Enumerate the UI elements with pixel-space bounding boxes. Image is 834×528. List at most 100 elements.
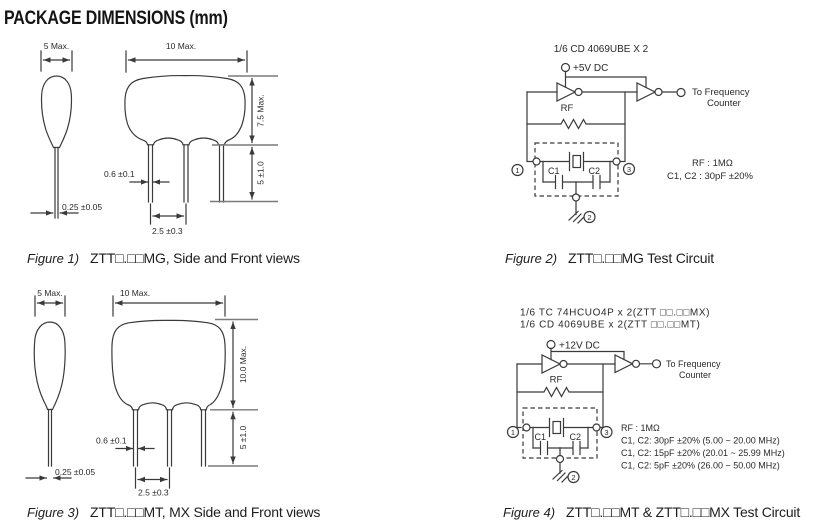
fig2-inverter1-icon xyxy=(556,82,583,102)
fig4-capacitor-c2-icon xyxy=(559,440,589,456)
fig4-crystal-icon xyxy=(529,417,594,438)
fig1-dim-lead-thickness: 0.25 ±0.05 xyxy=(62,202,102,212)
fig1-dim-body-height: 7.5 Max. xyxy=(256,94,266,127)
figure1-caption: Figure 1) ZTT□.□□MG, Side and Front view… xyxy=(27,250,300,266)
fig4-capacitor-c1-icon xyxy=(532,440,561,456)
svg-text:3: 3 xyxy=(627,165,631,174)
fig1-dim-lead-pitch: 2.5 ±0.3 xyxy=(152,226,183,236)
figure2-test-circuit: 1/6 CD 4069UBE X 2 +5V DC To Frequency C… xyxy=(511,44,754,224)
fig2-capacitor-c2-icon xyxy=(575,174,611,190)
fig4-note-caps-5pf: C1, C2: 5pF ±20% (26.00 ~ 50.00 MHz) xyxy=(621,461,780,471)
figure1-drawing: 5 Max. 0.25 ±0.05 10 Max. 7.5 Max. 5 ±1.… xyxy=(30,41,278,236)
fig4-ground-icon xyxy=(552,469,569,483)
fig2-output-terminal xyxy=(676,87,686,98)
fig3-side-lead xyxy=(47,408,53,467)
fig2-pin3-badge: 3 xyxy=(622,162,636,176)
figure3-front-view: 10 Max. 10.0 Max. 5 ±1.0 0.6 ±0.1 2.5 ±0… xyxy=(96,288,258,498)
fig3-dim-body-height: 10.0 Max. xyxy=(238,346,248,383)
fig2-crystal-icon xyxy=(539,151,614,172)
fig4-pin3-badge: 3 xyxy=(600,425,613,439)
figure1-caption-label: Figure 1) xyxy=(27,251,80,266)
fig1-dim-width-side: 5 Max. xyxy=(44,41,70,51)
fig3-side-body xyxy=(33,321,66,411)
fig2-feedback-resistor xyxy=(526,118,626,130)
figure1-caption-text: ZTT□.□□MG, Side and Front views xyxy=(90,250,300,266)
figure4-caption: Figure 4) ZTT□.□□MT & ZTT□.□□MX Test Cir… xyxy=(503,504,800,520)
fig4-ic-label-2: 1/6 CD 4069UBE x 2(ZTT □□.□□MT) xyxy=(520,320,700,331)
fig4-note-caps-30pf: C1, C2: 30pF ±20% (5.00 ~ 20.00 MHz) xyxy=(621,436,780,446)
fig3-dim-width-front: 10 Max. xyxy=(120,288,150,298)
fig2-node3 xyxy=(612,157,621,166)
figure4-test-circuit: 1/6 TC 74HCUO4P x 2(ZTT □□.□□MX) 1/6 CD … xyxy=(506,308,785,484)
fig4-note-caps-15pf: C1, C2: 15pF ±20% (20.01 ~ 25.99 MHz) xyxy=(621,448,785,458)
fig2-c1-label: C1 xyxy=(548,166,560,176)
figure3-caption-text: ZTT□.□□MT, MX Side and Front views xyxy=(90,504,321,520)
figure1-side-view: 5 Max. 0.25 ±0.05 xyxy=(30,41,102,219)
figure3-caption-label: Figure 3) xyxy=(27,505,80,520)
fig4-node1 xyxy=(522,423,531,432)
fig4-ic-label-1: 1/6 TC 74HCUO4P x 2(ZTT □□.□□MX) xyxy=(520,308,710,319)
fig1-dim-lead-width: 0.6 ±0.1 xyxy=(104,169,135,179)
fig1-front-leads xyxy=(147,144,225,203)
fig2-note-rf: RF : 1MΩ xyxy=(692,158,733,169)
fig4-output-label-1: To Frequency xyxy=(666,359,721,369)
fig4-c2-label: C2 xyxy=(570,432,582,442)
fig4-inverter1-icon xyxy=(541,354,568,374)
fig3-front-leads xyxy=(132,409,207,467)
svg-text:2: 2 xyxy=(587,213,591,222)
fig4-inverter2-icon xyxy=(614,354,641,374)
fig1-side-lead xyxy=(54,146,59,219)
fig4-note-rf: RF : 1MΩ xyxy=(621,423,660,433)
svg-text:3: 3 xyxy=(604,428,608,437)
fig2-node2 xyxy=(571,193,581,202)
fig4-node3 xyxy=(592,423,601,432)
fig4-output-label-2: Counter xyxy=(679,370,711,380)
figure3-caption: Figure 3) ZTT□.□□MT, MX Side and Front v… xyxy=(27,504,320,520)
fig2-note-caps: C1, C2 : 30pF ±20% xyxy=(667,171,754,182)
figure1-front-view: 10 Max. 7.5 Max. 5 ±1.0 0.6 ±0.1 2.5 ±0.… xyxy=(104,41,278,236)
figure4-caption-label: Figure 4) xyxy=(503,505,556,520)
svg-text:1: 1 xyxy=(511,428,515,437)
fig1-front-body xyxy=(124,74,246,146)
fig2-inverter2-icon xyxy=(636,82,663,102)
fig2-resonator-outline xyxy=(534,142,619,197)
fig4-feedback-resistor xyxy=(516,386,604,398)
figure2-caption-text: ZTT□.□□MG Test Circuit xyxy=(568,250,714,266)
fig3-dim-lead-pitch: 2.5 ±0.3 xyxy=(138,488,169,498)
fig3-dim-lead-length: 5 ±1.0 xyxy=(238,425,248,449)
fig3-dim-width-side: 5 Max. xyxy=(37,288,63,298)
fig4-rf-label: RF xyxy=(550,375,563,386)
fig2-ground-icon xyxy=(568,210,585,224)
fig4-supply-terminal xyxy=(546,339,556,350)
fig4-node2 xyxy=(555,454,565,464)
fig2-ic-label: 1/6 CD 4069UBE X 2 xyxy=(554,44,649,55)
figure3-side-view: 5 Max. 0.25 ±0.05 xyxy=(25,288,95,481)
fig2-node1 xyxy=(532,157,541,166)
fig2-output-label-2: Counter xyxy=(707,98,741,109)
fig2-rf-label: RF xyxy=(561,103,574,114)
figure2-caption-label: Figure 2) xyxy=(505,251,558,266)
fig2-capacitor-c1-icon xyxy=(542,174,577,190)
fig1-dim-width-front: 10 Max. xyxy=(166,41,196,51)
fig2-supply-terminal xyxy=(560,62,571,73)
fig1-dim-lead-length: 5 ±1.0 xyxy=(256,161,266,185)
fig2-output-label-1: To Frequency xyxy=(692,87,750,98)
svg-text:2: 2 xyxy=(571,473,575,482)
fig4-pin1-badge: 1 xyxy=(506,425,520,439)
fig4-supply-label: +12V DC xyxy=(559,341,600,352)
fig2-pin1-badge: 1 xyxy=(511,163,524,177)
fig4-pin2-badge: 2 xyxy=(567,470,580,484)
fig2-pin2-badge: 2 xyxy=(583,210,596,224)
fig3-front-body xyxy=(111,319,226,411)
fig1-side-body xyxy=(40,75,73,149)
fig4-c1-label: C1 xyxy=(535,432,547,442)
fig2-c2-label: C2 xyxy=(589,166,601,176)
figure2-caption: Figure 2) ZTT□.□□MG Test Circuit xyxy=(505,250,714,266)
figure4-caption-text: ZTT□.□□MT & ZTT□.□□MX Test Circuit xyxy=(566,504,801,520)
fig2-supply-label: +5V DC xyxy=(573,63,608,74)
fig3-dim-lead-width: 0.6 ±0.1 xyxy=(96,436,127,446)
fig4-output-terminal xyxy=(651,359,662,369)
fig3-dim-lead-thickness: 0.25 ±0.05 xyxy=(55,467,95,477)
